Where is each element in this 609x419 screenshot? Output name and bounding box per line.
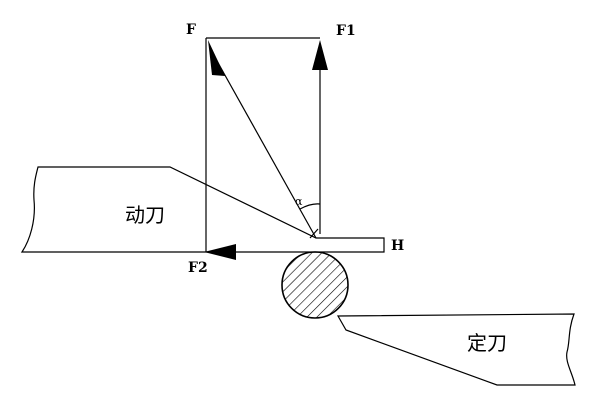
label-moving-blade: 动刀 <box>125 203 165 227</box>
f2-arrowhead <box>204 244 236 260</box>
f1-arrowhead <box>312 40 328 70</box>
label-f2: F2 <box>188 260 208 276</box>
label-f1: F1 <box>336 23 356 39</box>
label-h: H <box>391 238 404 254</box>
angle-arc <box>299 203 321 210</box>
f-vector-line <box>211 51 317 239</box>
fixed-blade-outline <box>336 313 576 386</box>
label-alpha: α <box>295 195 303 208</box>
stock-hatch-fill <box>282 252 348 318</box>
f-arrowhead <box>208 40 225 76</box>
round-stock <box>281 251 349 319</box>
label-fixed-blade: 定刀 <box>467 331 507 355</box>
label-f: F <box>186 22 196 38</box>
moving-blade-outline <box>20 166 385 253</box>
blade-tip-tick <box>309 228 319 239</box>
